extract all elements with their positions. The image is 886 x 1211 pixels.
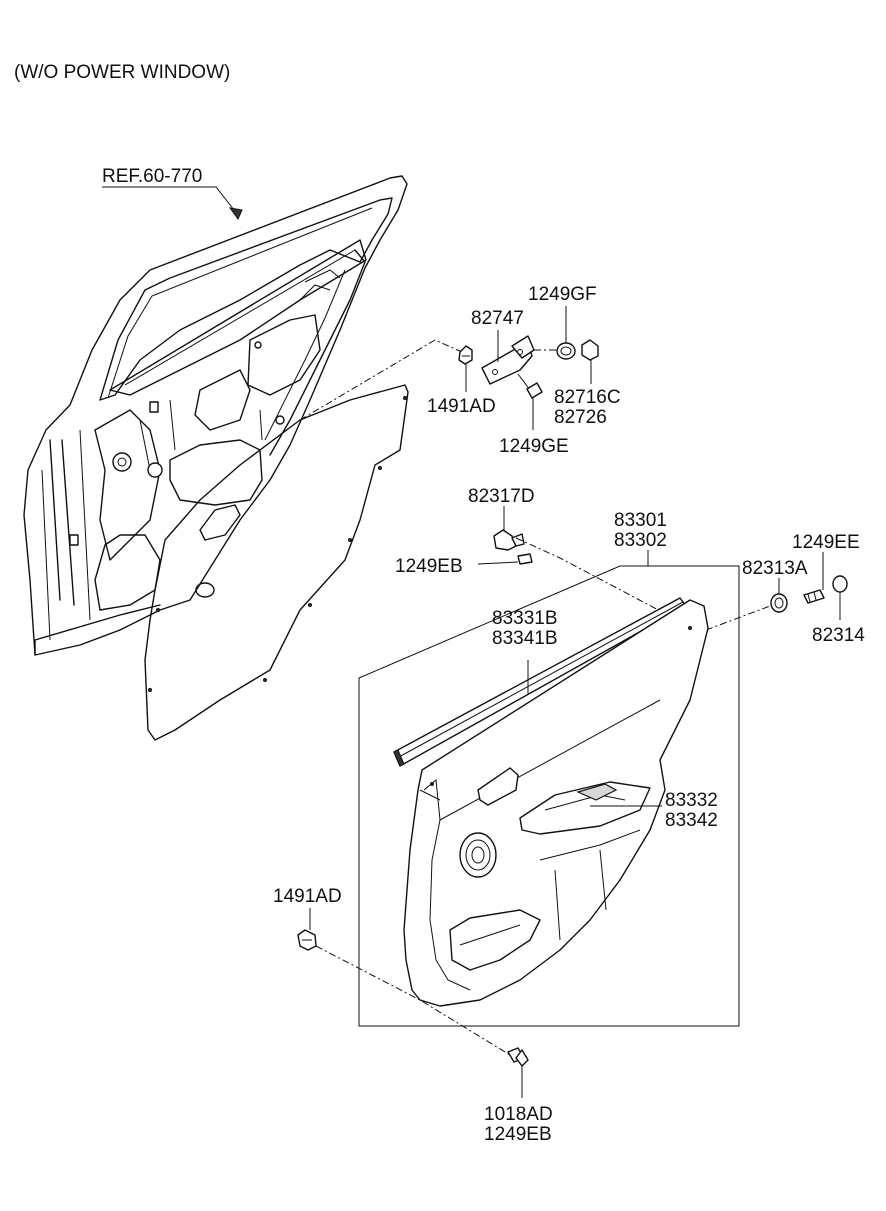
screw-1249eb-mid — [517, 553, 533, 565]
label-83302: 83302 — [614, 530, 667, 551]
screw-1018ad — [507, 1047, 529, 1067]
label-1249gf: 1249GF — [528, 284, 597, 305]
label-82314: 82314 — [812, 625, 865, 646]
label-82747: 82747 — [471, 308, 524, 329]
clip-82313a — [770, 593, 788, 613]
label-1249ge: 1249GE — [499, 436, 569, 457]
bracket-82747 — [481, 335, 535, 385]
door-frame-assembly — [23, 175, 408, 656]
label-1249eb-bottom: 1249EB — [484, 1124, 552, 1145]
panel-assembly-box — [358, 565, 740, 1027]
cap-82314 — [832, 575, 848, 593]
screw-1249ge — [517, 373, 543, 399]
label-1249eb-mid: 1249EB — [395, 556, 463, 577]
waterproof-sheet — [144, 384, 409, 741]
diagram-header: (W/O POWER WINDOW) — [14, 62, 230, 83]
door-trim-panel — [403, 599, 709, 1007]
label-83342: 83342 — [665, 810, 718, 831]
clip-1491ad-bottom — [297, 929, 317, 951]
label-ref-60-770: REF.60-770 — [102, 166, 202, 187]
label-83301: 83301 — [614, 510, 667, 531]
label-1018ad: 1018AD — [484, 1104, 553, 1125]
label-83341b: 83341B — [492, 628, 558, 649]
label-83332: 83332 — [665, 790, 718, 811]
label-1249ee: 1249EE — [792, 532, 860, 553]
grommet-1249gf — [556, 342, 576, 360]
cap-82716c — [581, 339, 599, 361]
clip-1491ad-top — [458, 345, 473, 365]
label-82313a: 82313A — [742, 558, 808, 579]
label-82716c: 82716C — [554, 387, 621, 408]
label-1491ad-top: 1491AD — [427, 396, 496, 417]
label-83331b: 83331B — [492, 608, 558, 629]
clip-82317d — [493, 529, 525, 551]
label-82726: 82726 — [554, 407, 607, 428]
screw-1249ee — [803, 589, 825, 604]
label-82317d: 82317D — [468, 486, 535, 507]
label-1491ad-bottom: 1491AD — [273, 886, 342, 907]
